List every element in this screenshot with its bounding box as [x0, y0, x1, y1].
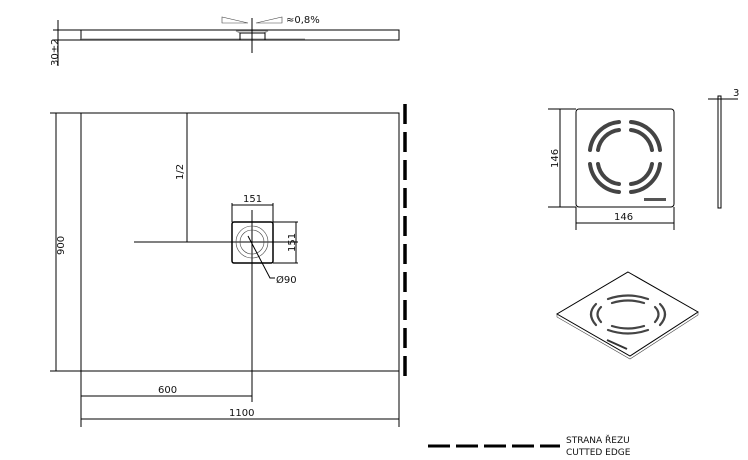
width-dimension-label: 1100 — [229, 408, 254, 419]
legend: STRANA ŘEZU CUTTED EDGE — [428, 435, 631, 458]
half-dimension-label: 1/2 — [175, 164, 186, 180]
grate-detail: 146 146 3 — [548, 88, 739, 230]
height-dimension-label: 900 — [56, 236, 67, 255]
height-label: 30±2 — [50, 39, 61, 66]
drain-diameter-label: Ø90 — [276, 274, 297, 286]
brand-logo-icon — [644, 198, 666, 201]
legend-label-cz: STRANA ŘEZU — [566, 435, 630, 446]
drain-height-label: 151 — [287, 233, 298, 252]
brand-logo-icon — [606, 339, 628, 350]
drain-width-label: 151 — [243, 194, 262, 205]
slope-label: ≈0,8% — [286, 15, 320, 26]
grate-isometric — [556, 271, 699, 360]
side-view: ≈0,8% 30±2 — [50, 15, 400, 66]
legend-label-en: CUTTED EDGE — [566, 448, 631, 458]
grate-height-label: 146 — [550, 149, 561, 168]
grate-width-label: 146 — [614, 212, 633, 223]
grate-thickness-label: 3 — [733, 88, 739, 99]
drain-offset-x-label: 600 — [158, 385, 177, 396]
plan-view: 900 1/2 151 151 Ø90 600 1100 — [50, 104, 407, 427]
